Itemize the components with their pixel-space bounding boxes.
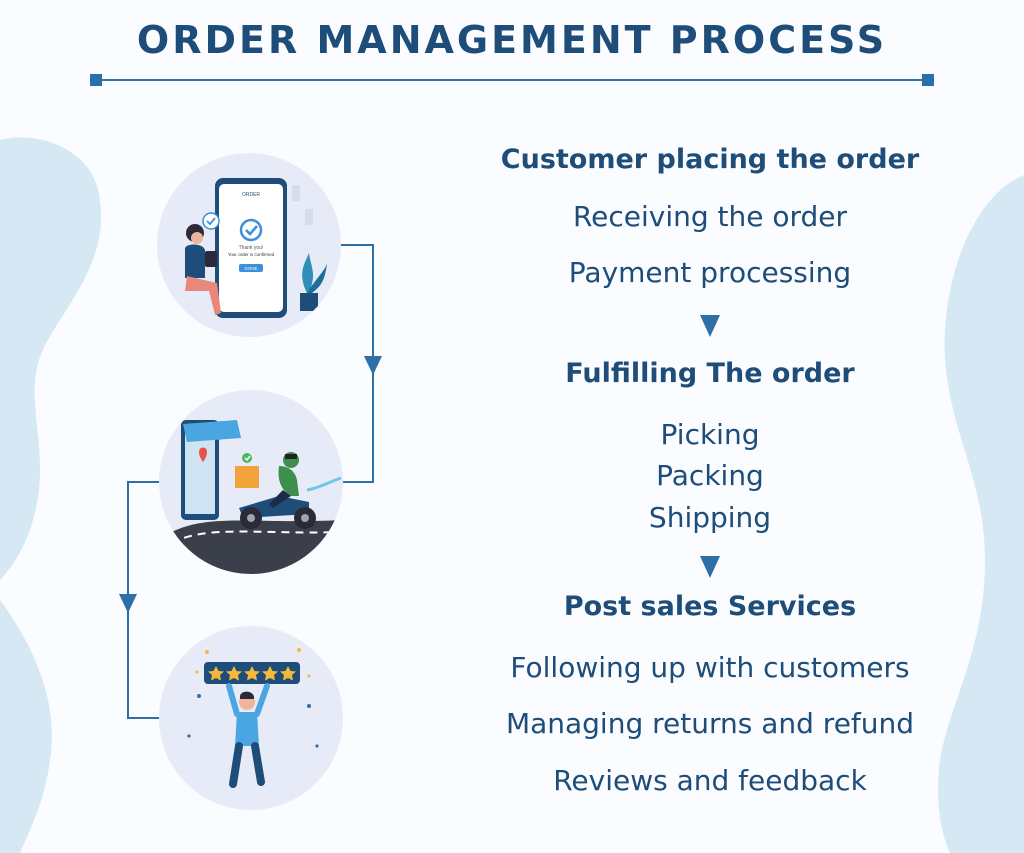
step-2-item-picking: Picking xyxy=(660,418,760,451)
review-illustration-circle xyxy=(159,626,343,810)
phone-confirmed-text: Your order is confirmed xyxy=(228,252,275,257)
phone-order-illustration: ORDER Thank you! Your order is confirmed… xyxy=(185,178,327,318)
scooter-delivery-illustration xyxy=(159,420,343,574)
left-bottom-background-blob xyxy=(0,600,52,853)
right-background-blob xyxy=(938,175,1024,853)
five-star-review-illustration xyxy=(187,648,319,788)
step-1-title: Customer placing the order xyxy=(500,144,920,175)
step-divider-arrow-1 xyxy=(700,315,720,337)
step-divider-arrow-2 xyxy=(700,556,720,578)
step-2-item-packing: Packing xyxy=(656,459,764,492)
phone-header-text: ORDER xyxy=(242,192,260,198)
step-1-item-receiving: Receiving the order xyxy=(572,200,848,233)
left-background-blob xyxy=(0,137,102,580)
step-1-item-payment: Payment processing xyxy=(568,256,852,289)
step-3-item-returns: Managing returns and refund xyxy=(505,707,915,740)
connector-arrow-1 xyxy=(364,356,382,375)
delivery-illustration-circle xyxy=(159,390,343,574)
rating-stars xyxy=(208,666,296,681)
page-title: ORDER MANAGEMENT PROCESS xyxy=(136,18,888,62)
step-2-item-shipping: Shipping xyxy=(648,501,772,534)
order-illustration-circle: ORDER Thank you! Your order is confirmed… xyxy=(157,153,341,337)
connector-arrow-2 xyxy=(119,594,137,613)
phone-done-text: DONE xyxy=(244,266,257,271)
header-rule xyxy=(90,74,934,86)
step-3-item-reviews: Reviews and feedback xyxy=(553,764,867,797)
step-3-item-following-up: Following up with customers xyxy=(510,651,910,684)
step-2-title: Fulfilling The order xyxy=(565,358,855,389)
step-3-title: Post sales Services xyxy=(563,591,857,622)
phone-thank-text: Thank you! xyxy=(239,245,264,251)
